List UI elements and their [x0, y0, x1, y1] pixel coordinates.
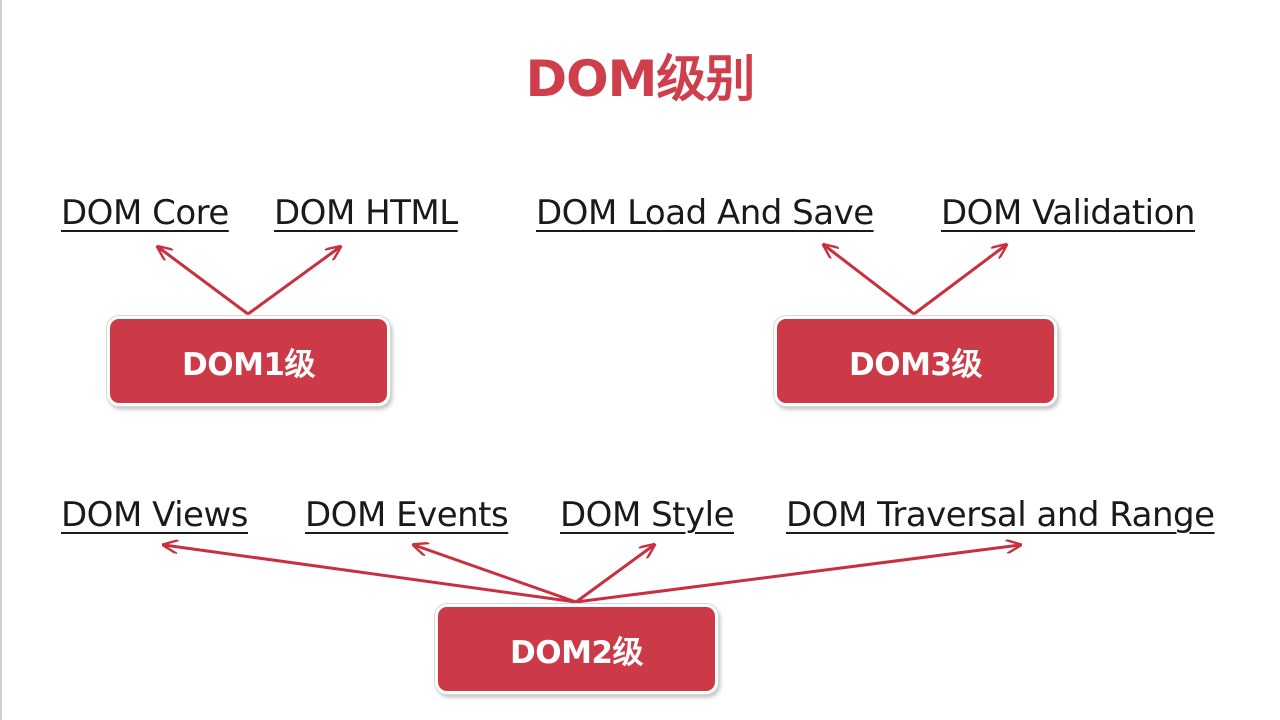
arrow-dom3-validation — [913, 245, 1006, 316]
module-dom-core: DOM Core — [61, 193, 229, 233]
module-dom-load-and-save: DOM Load And Save — [536, 193, 874, 233]
level-box-dom1: DOM1级 — [107, 316, 390, 406]
module-dom-validation: DOM Validation — [941, 193, 1195, 233]
module-dom-views: DOM Views — [61, 495, 248, 535]
level-box-dom2: DOM2级 — [435, 604, 718, 694]
level-box-dom3: DOM3级 — [774, 316, 1057, 406]
module-dom-html: DOM HTML — [274, 193, 458, 233]
module-dom-events: DOM Events — [305, 495, 509, 535]
arrow-dom2-events — [414, 545, 577, 604]
arrow-dom2-traversal — [575, 545, 1020, 604]
left-edge-divider — [0, 0, 2, 720]
arrow-dom1-core — [158, 247, 249, 316]
arrow-dom1-html — [247, 247, 340, 316]
slide-title: DOM级别 — [525, 50, 756, 108]
arrow-dom2-style — [575, 545, 654, 604]
module-dom-traversal-and-range: DOM Traversal and Range — [786, 495, 1215, 535]
arrow-dom2-views — [164, 545, 577, 604]
arrow-dom3-loadsave — [824, 245, 915, 316]
module-dom-style: DOM Style — [560, 495, 734, 535]
